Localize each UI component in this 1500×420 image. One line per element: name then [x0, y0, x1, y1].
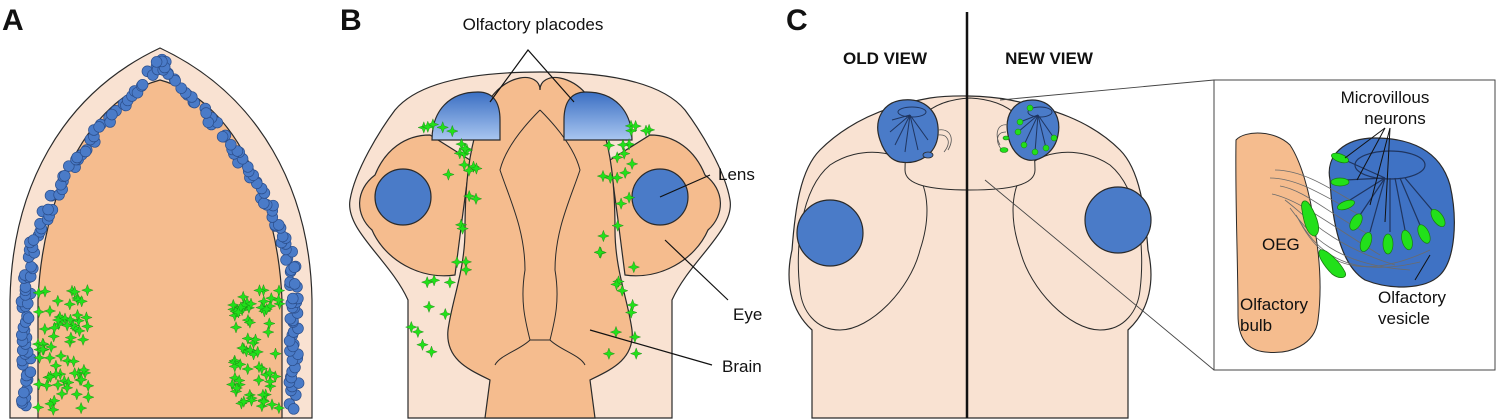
label-new-view: NEW VIEW	[1005, 49, 1094, 68]
olfactory-vesicle-new	[996, 99, 1060, 161]
eye-region-left-c	[797, 151, 928, 331]
label-olfactory-placodes: Olfactory placodes	[463, 15, 604, 34]
placode-cell	[288, 278, 301, 290]
olfactory-bulb-inset	[1235, 132, 1321, 354]
placode-cell	[79, 145, 92, 158]
placode-cell	[287, 292, 299, 305]
label-old-view: OLD VIEW	[843, 49, 928, 68]
placode-cell	[27, 234, 40, 246]
panel-letter-a: A	[2, 4, 24, 37]
zoom-line-bottom	[984, 179, 1215, 371]
panel-b: B Olfactory placodes Lens Eye Brain	[340, 4, 762, 419]
panel-letter-b: B	[340, 4, 362, 37]
label-eye: Eye	[733, 305, 762, 324]
placode-cell	[273, 219, 285, 231]
olfactory-placode-left	[431, 91, 501, 141]
placode-cell	[136, 78, 149, 91]
placode-cell	[287, 403, 300, 415]
panel-a: A	[2, 4, 313, 419]
panel-c: Microvillous neurons OEG Olfactory bulb …	[786, 4, 1496, 419]
placode-cells-a	[15, 53, 305, 415]
placode-cell	[242, 161, 254, 173]
label-microvillous: Microvillous	[1341, 88, 1430, 107]
lens-right-c	[1084, 186, 1152, 254]
placode-cell	[169, 74, 181, 87]
placode-cell	[150, 56, 163, 68]
placode-cell	[22, 312, 35, 324]
zoom-line-top	[999, 79, 1215, 101]
lens-left	[374, 168, 432, 226]
olfactory-placode-right	[563, 91, 633, 141]
placode-cell	[216, 130, 229, 143]
placode-cell	[93, 121, 105, 133]
placode-cell	[225, 138, 237, 151]
placode-cell	[71, 151, 83, 164]
brain-midline	[494, 109, 586, 366]
placode-cell	[18, 386, 30, 399]
placode-cell	[200, 107, 212, 119]
inset-leader-lines	[1344, 127, 1431, 281]
leader-lines-b	[489, 49, 729, 366]
label-neurons: neurons	[1364, 109, 1425, 128]
placode-cell	[63, 160, 75, 172]
label-bulb-line1: Olfactory	[1240, 295, 1309, 314]
microvillous-neurons	[1330, 152, 1446, 255]
label-brain: Brain	[722, 357, 762, 376]
placode-cell	[59, 170, 71, 182]
placode-cell	[24, 366, 37, 378]
label-vesicle-line1: Olfactory	[1378, 288, 1447, 307]
lens-left-c	[796, 199, 864, 267]
placode-cell	[106, 108, 118, 121]
panel-letter-c: C	[786, 4, 808, 37]
oeg-cells	[1301, 200, 1347, 278]
label-bulb-line2: bulb	[1240, 316, 1272, 335]
label-lens: Lens	[718, 165, 755, 184]
placode-cell	[175, 82, 187, 94]
placode-cell	[258, 197, 270, 210]
inset-box: Microvillous neurons OEG Olfactory bulb …	[1213, 79, 1496, 371]
label-oeg: OEG	[1262, 235, 1300, 254]
placode-cell	[42, 203, 54, 216]
placode-cell	[288, 261, 301, 273]
olfactory-vesicle-old	[877, 99, 952, 164]
placode-cell	[25, 260, 37, 273]
label-vesicle-line2: vesicle	[1378, 309, 1430, 328]
